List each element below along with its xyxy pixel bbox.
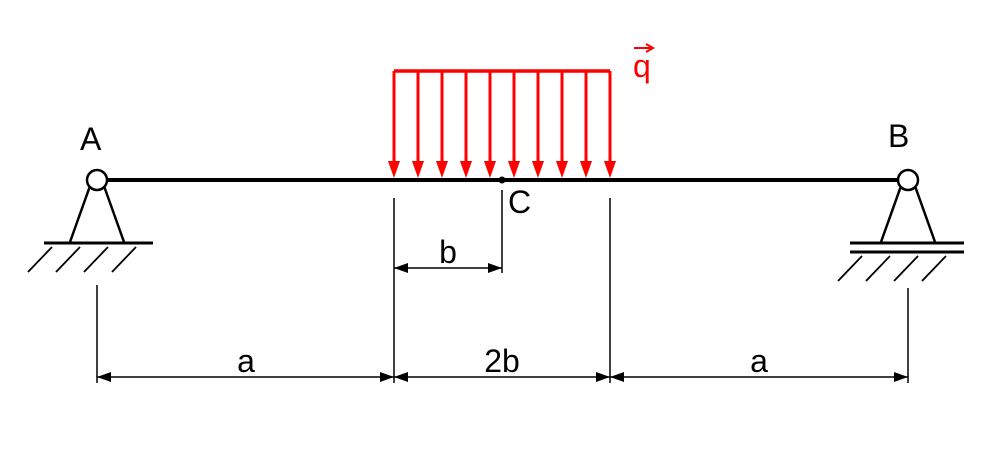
load-arrow-head [604,161,616,178]
extension-lines [96,190,909,383]
load-arrow-head [388,161,400,178]
distributed-load [388,69,616,178]
dim-label-load-length: 2b [484,343,520,379]
support-a [27,168,153,273]
load-arrow-head [484,161,496,178]
pin-b [896,168,920,192]
dim-label-left-span: a [237,343,255,379]
load-arrow-head [412,161,424,178]
dim-label-c-offset: b [439,234,457,270]
load-arrow-head [580,161,592,178]
support-b [837,168,964,282]
load-label: q [633,43,656,84]
load-arrow-head [508,161,520,178]
label-a: A [80,121,102,157]
load-arrow-head [436,161,448,178]
load-arrow-head [532,161,544,178]
load-arrow-head [460,161,472,178]
dim-label-right-span: a [750,343,768,379]
load-label-text: q [633,48,651,84]
pin-a [85,168,109,192]
ground-hatch-a [27,246,137,273]
load-vector-head [645,43,656,53]
ground-hatch-b [837,255,947,282]
label-c: C [508,184,531,220]
label-b: B [888,118,909,154]
point-c-dot [498,176,506,184]
load-arrow-head [556,161,568,178]
